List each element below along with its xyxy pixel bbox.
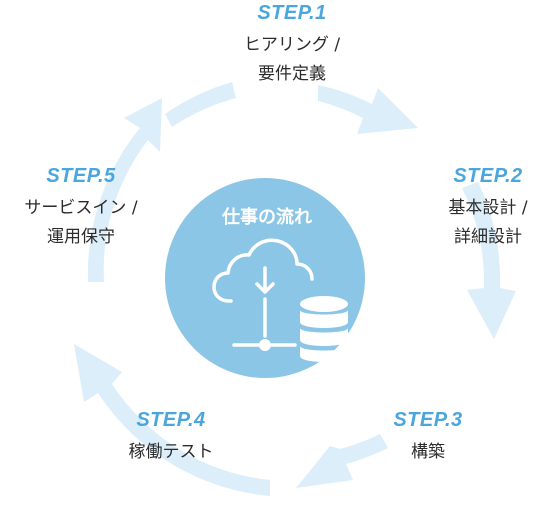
center-title: 仕事の流れ [222, 207, 312, 228]
step-1-desc-line-2: 要件定義 [257, 64, 326, 84]
step-2: STEP.2 基本設計 / 詳細設計 [448, 165, 527, 252]
step-5-desc-line-1: サービスイン / [24, 198, 138, 218]
cycle-arrow-1 [318, 85, 418, 134]
step-4-label: STEP.4 [136, 409, 206, 431]
step-2-desc-line-1: 基本設計 / [448, 198, 528, 218]
cloud-network-database-icon [212, 238, 314, 347]
cycle-arrow-4 [74, 344, 270, 496]
step-3-label: STEP.3 [393, 409, 463, 431]
step-1: STEP.1 ヒアリング / 要件定義 [244, 2, 340, 89]
step-5-label: STEP.5 [46, 165, 116, 187]
step-5: STEP.5 サービスイン / 運用保守 [24, 165, 137, 252]
cycle-arrow-5-tail [165, 82, 236, 127]
step-3: STEP.3 構築 [393, 409, 462, 467]
step-4-desc-line-1: 稼働テスト [128, 442, 214, 462]
step-5-desc-line-2: 運用保守 [46, 227, 115, 247]
network-node [259, 339, 271, 351]
step-1-desc-line-1: ヒアリング / [243, 35, 341, 55]
cycle-ring [74, 82, 516, 496]
step-1-label: STEP.1 [257, 2, 327, 24]
step-2-desc-line-2: 詳細設計 [453, 227, 522, 247]
cycle-arrow-5 [87, 98, 162, 282]
cycle-arrow-2 [462, 182, 516, 339]
step-3-desc-line-1: 構築 [411, 442, 445, 462]
step-4: STEP.4 稼働テスト [129, 409, 214, 467]
step-2-label: STEP.2 [453, 165, 523, 187]
database-icon [300, 296, 348, 362]
cycle-arrow-3 [296, 434, 388, 488]
